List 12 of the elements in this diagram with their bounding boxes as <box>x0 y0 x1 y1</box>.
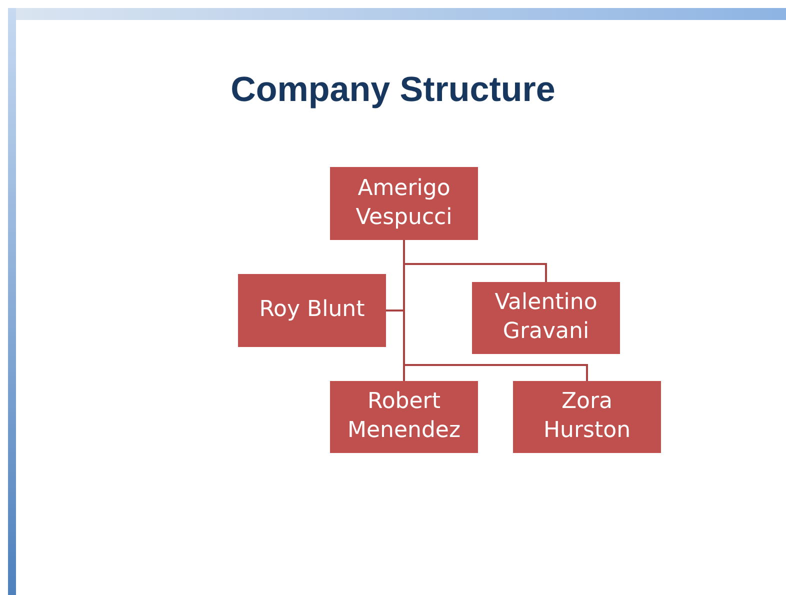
org-chart-box <box>513 381 661 453</box>
connector-line <box>403 240 588 381</box>
org-chart-box <box>330 167 478 240</box>
person-name: Valentino Gravani <box>494 289 598 346</box>
person-name: Robert Menendez <box>346 388 462 445</box>
person-name: Zora Hurston <box>542 388 632 445</box>
title: Company Structure <box>230 70 556 110</box>
person-name: Roy Blunt <box>258 296 366 324</box>
org-chart-box <box>330 381 478 453</box>
org-chart-box <box>472 282 620 354</box>
org-chart-box <box>238 274 386 347</box>
person-name: Amerigo Vespucci <box>354 174 454 232</box>
